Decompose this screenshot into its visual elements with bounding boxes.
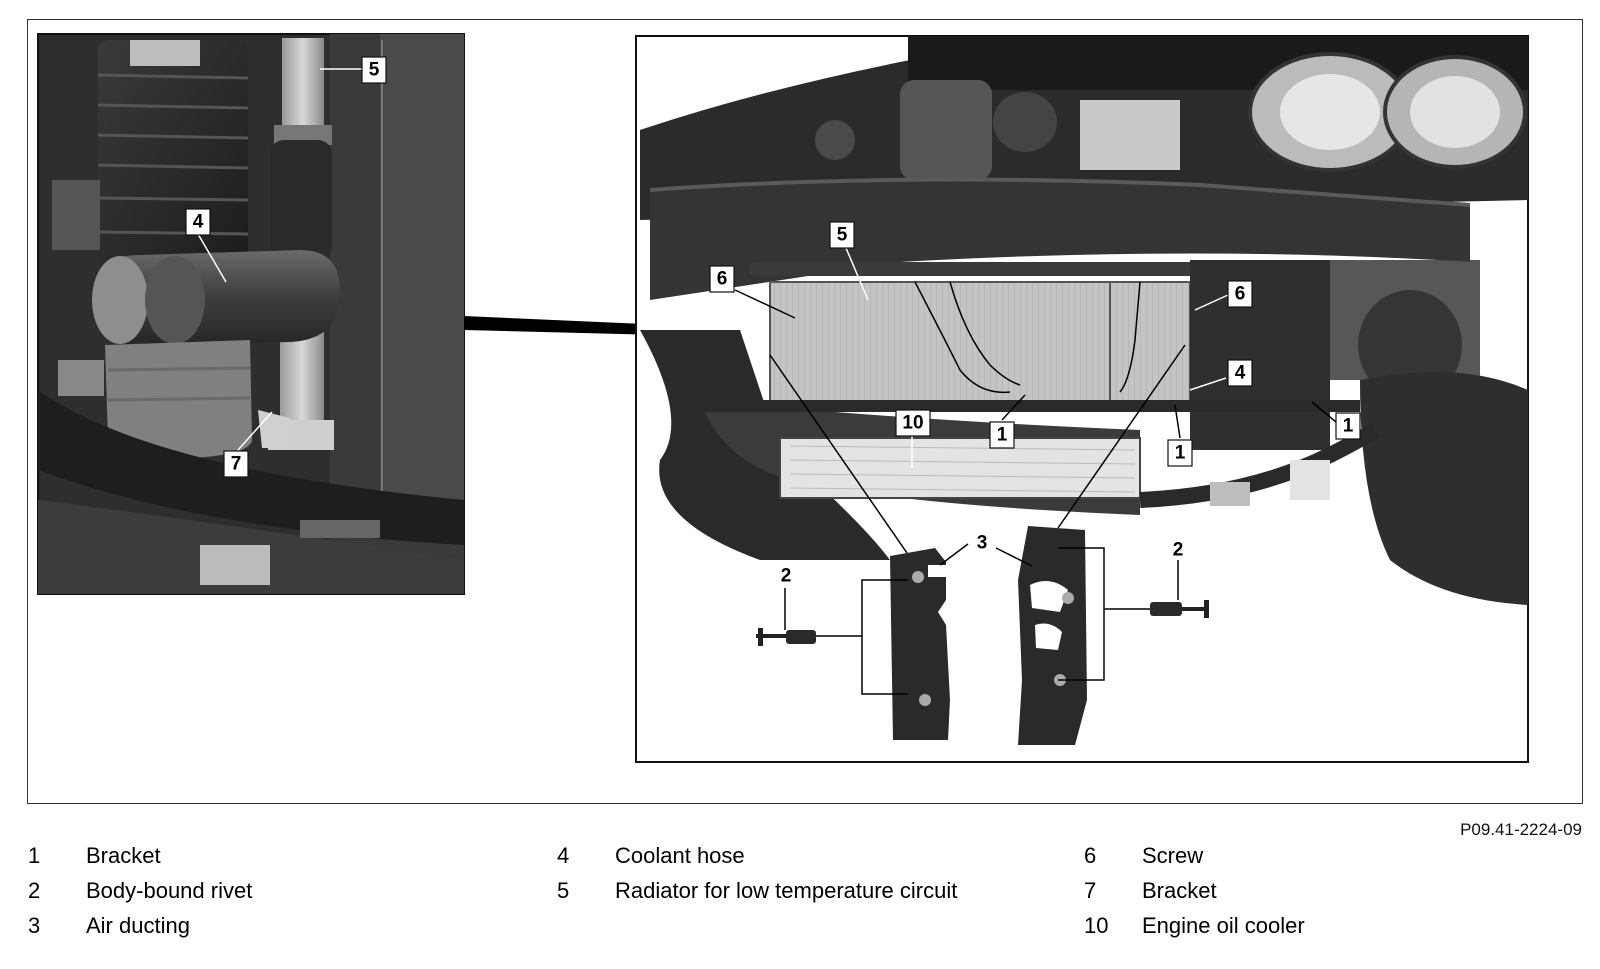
leader-right-1a [1001,394,1026,421]
legend-label: Radiator for low temperature circuit [615,878,958,903]
legend-label: Air ducting [86,913,190,938]
callout-right-5: 5 [829,221,855,249]
air-ducting-right [1018,526,1087,745]
legend: 1 Bracket 2 Body-bound rivet 3 Air ducti… [0,842,1600,962]
callout-right-2-right: 2 [1173,540,1184,561]
callout-right-10: 10 [895,409,931,437]
left-detail-photo [37,33,465,595]
svg-text:4: 4 [1235,363,1246,384]
leader-right-6b [1194,294,1229,311]
callout-right-6-right: 6 [1227,280,1253,308]
leader-right-3b [995,547,1033,567]
rivet-bracket-right [1058,547,1150,681]
legend-label: Coolant hose [615,843,745,868]
svg-text:10: 10 [902,413,923,434]
body-bound-rivet-right [1150,600,1209,618]
leader-right-5 [845,247,869,301]
callout-right-2-left: 2 [781,566,792,587]
svg-text:1: 1 [1175,443,1186,464]
callout-right-1-right: 1 [1335,412,1361,440]
legend-number: 4 [557,843,570,868]
leader-right-1b [1174,404,1181,439]
leader-right-4 [1189,377,1227,391]
legend-number: 7 [1084,878,1097,903]
svg-text:1: 1 [997,425,1008,446]
callout-left-5: 5 [361,56,387,84]
callout-right-1-mid: 1 [1167,439,1193,467]
legend-number: 3 [28,913,41,938]
svg-text:4: 4 [193,212,204,233]
legend-number: 6 [1084,843,1097,868]
svg-text:5: 5 [837,225,848,246]
legend-label: Body-bound rivet [86,878,253,903]
callout-left-7: 7 [223,450,249,478]
svg-text:5: 5 [369,60,380,81]
legend-label: Bracket [86,843,161,868]
legend-number: 1 [28,843,41,868]
svg-text:7: 7 [231,454,242,475]
legend-number: 5 [557,878,570,903]
svg-text:6: 6 [1235,284,1246,305]
legend-number: 2 [28,878,41,903]
figure-id: P09.41-2224-09 [1460,820,1582,839]
legend-label: Bracket [1142,878,1217,903]
callout-right-4: 4 [1227,359,1253,387]
legend-number: 10 [1084,913,1109,938]
callout-right-3: 3 [977,533,988,554]
callout-left-4: 4 [185,208,211,236]
leader-left-4 [197,233,227,283]
svg-text:6: 6 [717,269,728,290]
svg-text:2: 2 [1173,540,1184,561]
leader-right-1c [1311,401,1337,423]
svg-text:1: 1 [1343,416,1354,437]
callout-right-6-left: 6 [709,265,735,293]
svg-text:2: 2 [781,566,792,587]
leader-left-7 [237,411,273,451]
legend-label: Engine oil cooler [1142,913,1305,938]
rivet-bracket-left [816,579,908,695]
legend-label: Screw [1142,843,1204,868]
leader-right-6a [734,289,796,319]
air-ducting-left [890,548,950,740]
leader-right-3a [939,543,969,566]
body-bound-rivet-left [756,628,816,646]
diagram-illustration: 5 4 7 5 6 6 4 1 1 1 10 3 2 [37,33,1529,763]
svg-text:3: 3 [977,533,988,554]
leader-ducting-right [1057,344,1186,529]
callout-right-1-center: 1 [989,421,1015,449]
leader-ducting-left [769,354,908,554]
